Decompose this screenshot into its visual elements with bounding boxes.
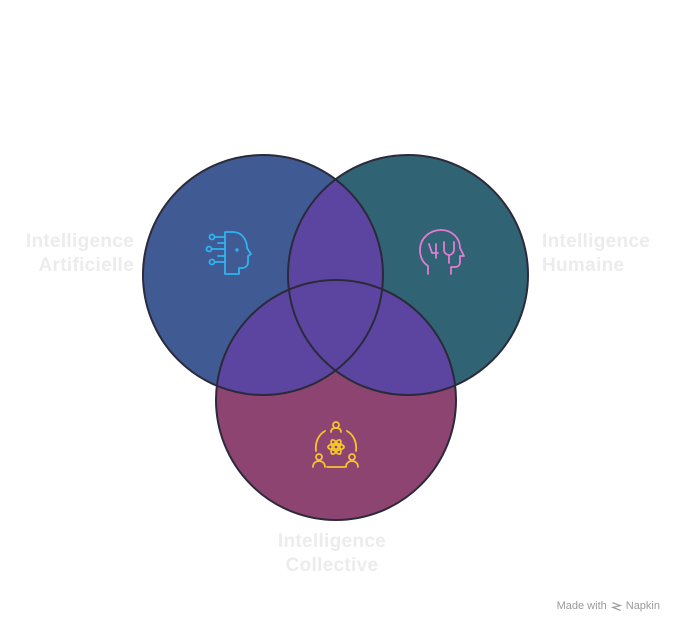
label-line: Intelligence xyxy=(25,231,134,252)
made-with-text: Made with xyxy=(556,600,607,612)
label-artificial-intelligence: Intelligence Artificielle xyxy=(14,230,134,278)
label-collective-intelligence: Intelligence Collective xyxy=(262,530,402,578)
group-atom-icon xyxy=(312,421,359,468)
outline-collective xyxy=(215,279,457,521)
label-human-intelligence: Intelligence Humaine xyxy=(542,230,672,278)
napkin-logo-icon xyxy=(610,601,622,611)
label-line: Collective xyxy=(285,555,379,576)
made-with-napkin-badge: Made with Napkin xyxy=(557,600,660,612)
label-line: Humaine xyxy=(542,255,625,276)
outline-artificial xyxy=(142,154,384,396)
ai-head-circuit-icon xyxy=(205,231,252,275)
label-line: Intelligence xyxy=(542,231,651,252)
overlap-human-collective xyxy=(288,280,456,395)
human-head-brain-icon xyxy=(419,229,465,275)
label-line: Artificielle xyxy=(38,255,134,276)
overlap-artificial-collective xyxy=(216,280,383,395)
brand-name: Napkin xyxy=(625,600,660,612)
label-line: Intelligence xyxy=(277,531,387,552)
outline-human xyxy=(287,154,529,396)
